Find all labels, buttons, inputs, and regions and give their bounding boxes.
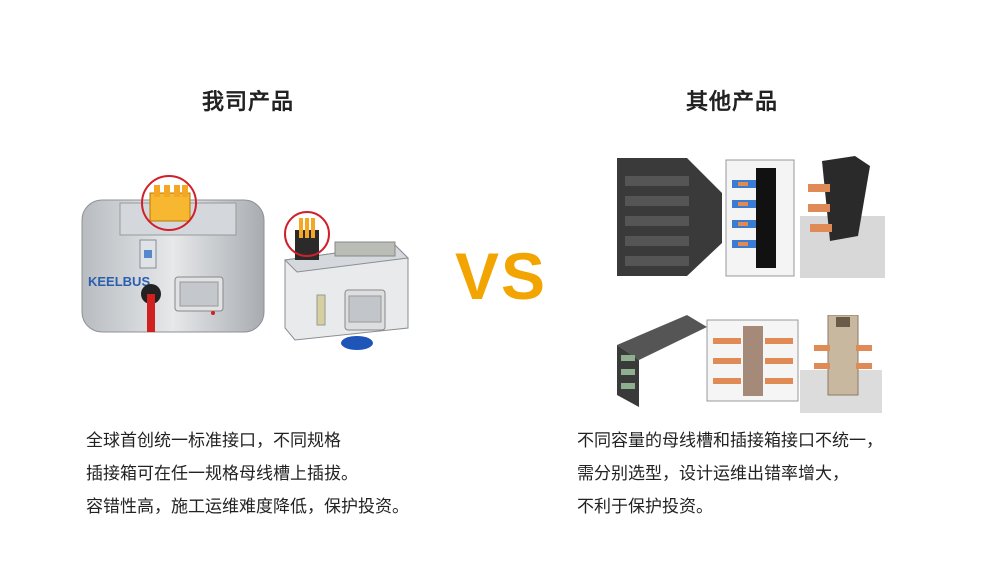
our-product-title: 我司产品 xyxy=(202,90,295,115)
our-plug-in-box-image: KEELBUS xyxy=(81,175,265,333)
other-product-description: 不同容量的母线槽和插接箱接口不统一， 需分别选型，设计运维出错率增大， 不利于保… xyxy=(577,425,883,524)
versus-label: VS xyxy=(455,239,548,313)
description-line: 需分别选型，设计运维出错率增大， xyxy=(577,464,849,484)
our-product-description: 全球首创统一标准接口，不同规格 插接箱可在任一规格母线槽上插拔。 容错性高，施工… xyxy=(86,425,409,524)
bus-contact-diagram-image xyxy=(725,159,795,277)
busway-cross-section-image xyxy=(617,158,722,276)
description-line: 容错性高，施工运维难度降低，保护投资。 xyxy=(86,497,409,517)
our-tap-off-unit-image xyxy=(283,211,410,350)
brand-logo: KEELBUS xyxy=(88,274,150,289)
connector-plug-image xyxy=(800,156,885,278)
contact-assembly-diagram-image xyxy=(706,319,799,402)
description-line: 不同容量的母线槽和插接箱接口不统一， xyxy=(577,431,883,451)
busway-trunk-image xyxy=(617,315,707,407)
other-product-title: 其他产品 xyxy=(686,90,779,115)
description-line: 插接箱可在任一规格母线槽上插拔。 xyxy=(86,464,358,484)
description-line: 全球首创统一标准接口，不同规格 xyxy=(86,431,341,451)
tap-off-plug-image xyxy=(800,315,882,413)
description-line: 不利于保护投资。 xyxy=(577,497,713,517)
